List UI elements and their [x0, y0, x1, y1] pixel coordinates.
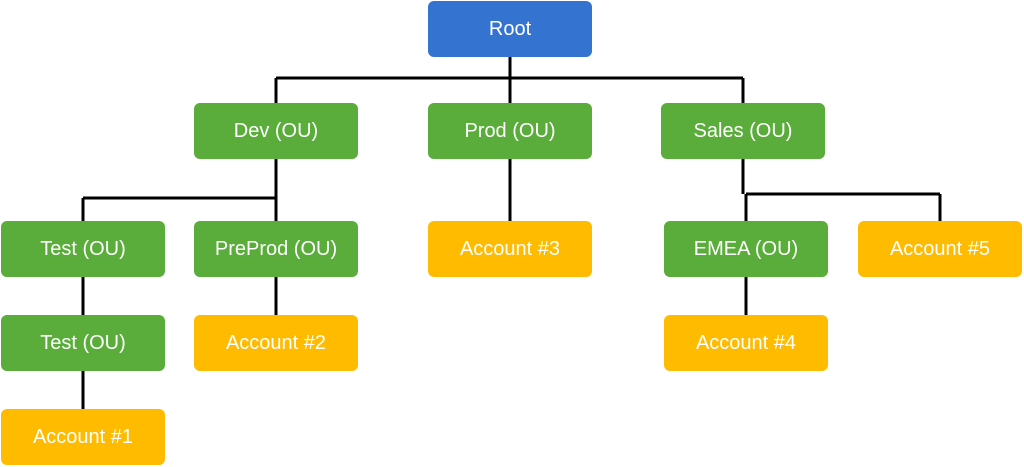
node-box-account4 — [664, 315, 828, 371]
node-label-prod: Prod (OU) — [464, 120, 555, 142]
node-emea: EMEA (OU) — [664, 221, 828, 277]
node-label-account4: Account #4 — [696, 332, 796, 354]
node-account2: Account #2 — [194, 315, 358, 371]
node-label-account3: Account #3 — [460, 238, 560, 260]
node-dev: Dev (OU) — [194, 103, 358, 159]
node-account5: Account #5 — [858, 221, 1022, 277]
node-test2: Test (OU) — [1, 315, 165, 371]
node-root: Root — [428, 1, 592, 57]
node-sales: Sales (OU) — [661, 103, 825, 159]
node-label-preprod: PreProd (OU) — [215, 238, 337, 260]
node-label-test1: Test (OU) — [40, 238, 126, 260]
node-label-emea: EMEA (OU) — [694, 238, 798, 260]
node-preprod: PreProd (OU) — [194, 221, 358, 277]
node-box-account1 — [1, 409, 165, 465]
node-label-sales: Sales (OU) — [694, 120, 793, 142]
node-account3: Account #3 — [428, 221, 592, 277]
node-test1: Test (OU) — [1, 221, 165, 277]
node-box-prod — [428, 103, 592, 159]
node-box-account5 — [858, 221, 1022, 277]
node-box-account2 — [194, 315, 358, 371]
node-account4: Account #4 — [664, 315, 828, 371]
node-label-account2: Account #2 — [226, 332, 326, 354]
node-label-test2: Test (OU) — [40, 332, 126, 354]
node-box-account3 — [428, 221, 592, 277]
node-label-dev: Dev (OU) — [234, 120, 318, 142]
node-label-root: Root — [489, 18, 532, 40]
node-box-test2 — [1, 315, 165, 371]
node-box-preprod — [194, 221, 358, 277]
connector-lines — [81, 57, 942, 409]
node-prod: Prod (OU) — [428, 103, 592, 159]
node-box-dev — [194, 103, 358, 159]
node-label-account5: Account #5 — [890, 238, 990, 260]
node-box-emea — [664, 221, 828, 277]
node-account1: Account #1 — [1, 409, 165, 465]
node-box-sales — [661, 103, 825, 159]
node-label-account1: Account #1 — [33, 426, 133, 448]
node-box-test1 — [1, 221, 165, 277]
node-box-root — [428, 1, 592, 57]
